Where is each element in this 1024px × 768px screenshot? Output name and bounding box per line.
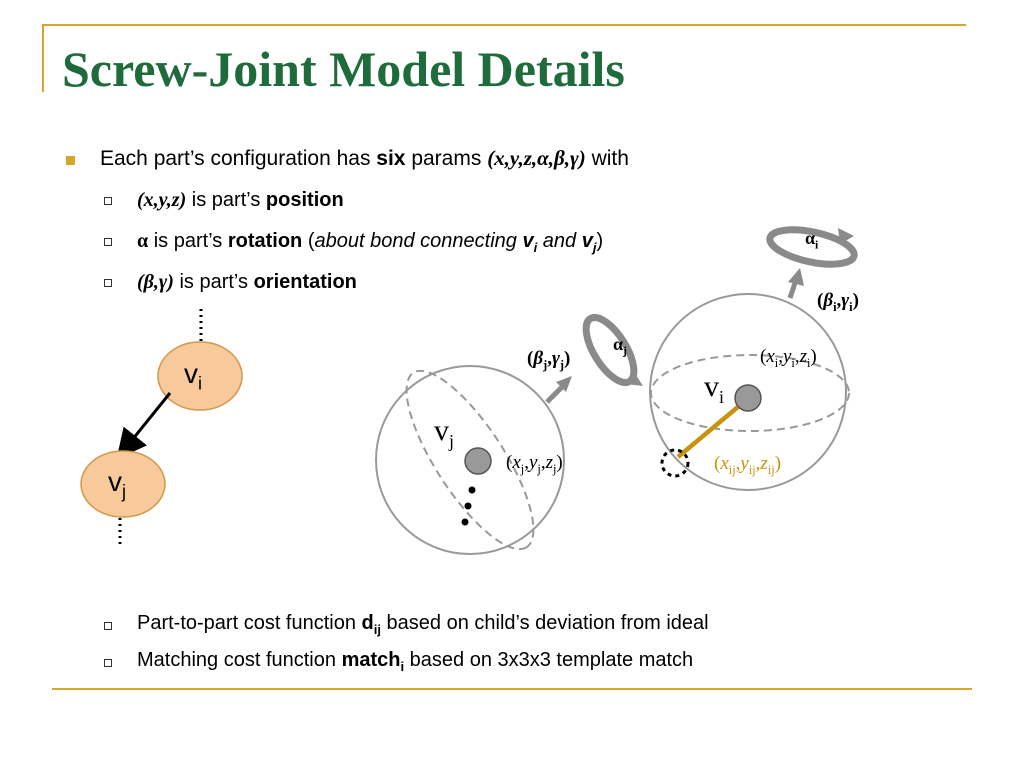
sphere-j-rotation-arrowhead: [626, 372, 643, 386]
sphere-j-position-label: (xj,yj,zj): [506, 452, 563, 476]
sub-bullet-square-icon: [104, 279, 112, 287]
tree-edge-arrow: [116, 392, 172, 460]
continuation-dot: [464, 502, 472, 510]
sub-bullet-orientation: (β,γ) is part’s orientation: [137, 271, 357, 293]
bond-offset-label: (xij,yij,zij): [714, 453, 782, 477]
frame-left-line: [42, 24, 44, 92]
node-vi: [157, 341, 243, 411]
sub-bullet-rotation: α is part’s rotation (about bond connect…: [137, 230, 604, 255]
continuation-dot: [468, 486, 476, 494]
sphere-j-rotation-label: αj: [613, 334, 627, 358]
sphere-j-center: [464, 447, 492, 475]
sphere-j-orientation-arrow: [545, 384, 565, 404]
sphere-i-orientation-label: (βi,γi): [817, 290, 859, 314]
sphere-j-equator: [405, 369, 535, 551]
sphere-j-orientation-arrowhead: [556, 376, 572, 392]
bond-line: [676, 399, 747, 459]
sub-bullet-position: (x,y,z) is part’s position: [137, 189, 344, 211]
bullet-cost-function: Part-to-part cost function dij based on …: [137, 612, 709, 637]
bullet-square-icon: [66, 156, 75, 165]
sub-bullet-square-icon: [104, 238, 112, 246]
sphere-i-equator: [650, 354, 850, 432]
frame-top-line: [42, 24, 966, 26]
sphere-i-position-label: (xi,yi,zi): [760, 346, 817, 370]
frame-bottom-line: [52, 688, 972, 690]
sphere-j-orientation-label: (βj,γj): [527, 348, 571, 372]
child-joint-marker: [660, 448, 690, 478]
sphere-i: [649, 293, 847, 491]
bullet-configuration: Each part’s configuration has six params…: [100, 146, 629, 170]
sphere-j: [375, 365, 565, 555]
sphere-i-orientation-arrowhead: [788, 268, 804, 286]
sphere-i-rotation-label: αi: [805, 228, 819, 252]
sphere-i-rotation-ring-icon: [766, 226, 858, 268]
node-vi-label: vi: [184, 358, 202, 394]
node-vj-label: vj: [108, 466, 126, 502]
slide-title: Screw-Joint Model Details: [62, 41, 625, 97]
sub-bullet-square-icon: [104, 622, 112, 630]
sub-bullet-square-icon: [104, 659, 112, 667]
sphere-i-center: [734, 384, 762, 412]
node-vj: [80, 450, 166, 518]
sub-bullet-square-icon: [104, 197, 112, 205]
sphere-j-label: vj: [434, 414, 455, 451]
sphere-i-rotation-arrowhead: [838, 228, 854, 244]
continuation-dot: [461, 518, 469, 526]
bullet-matching-cost: Matching cost function matchi based on 3…: [137, 649, 694, 674]
sphere-i-label: vi: [704, 370, 725, 407]
